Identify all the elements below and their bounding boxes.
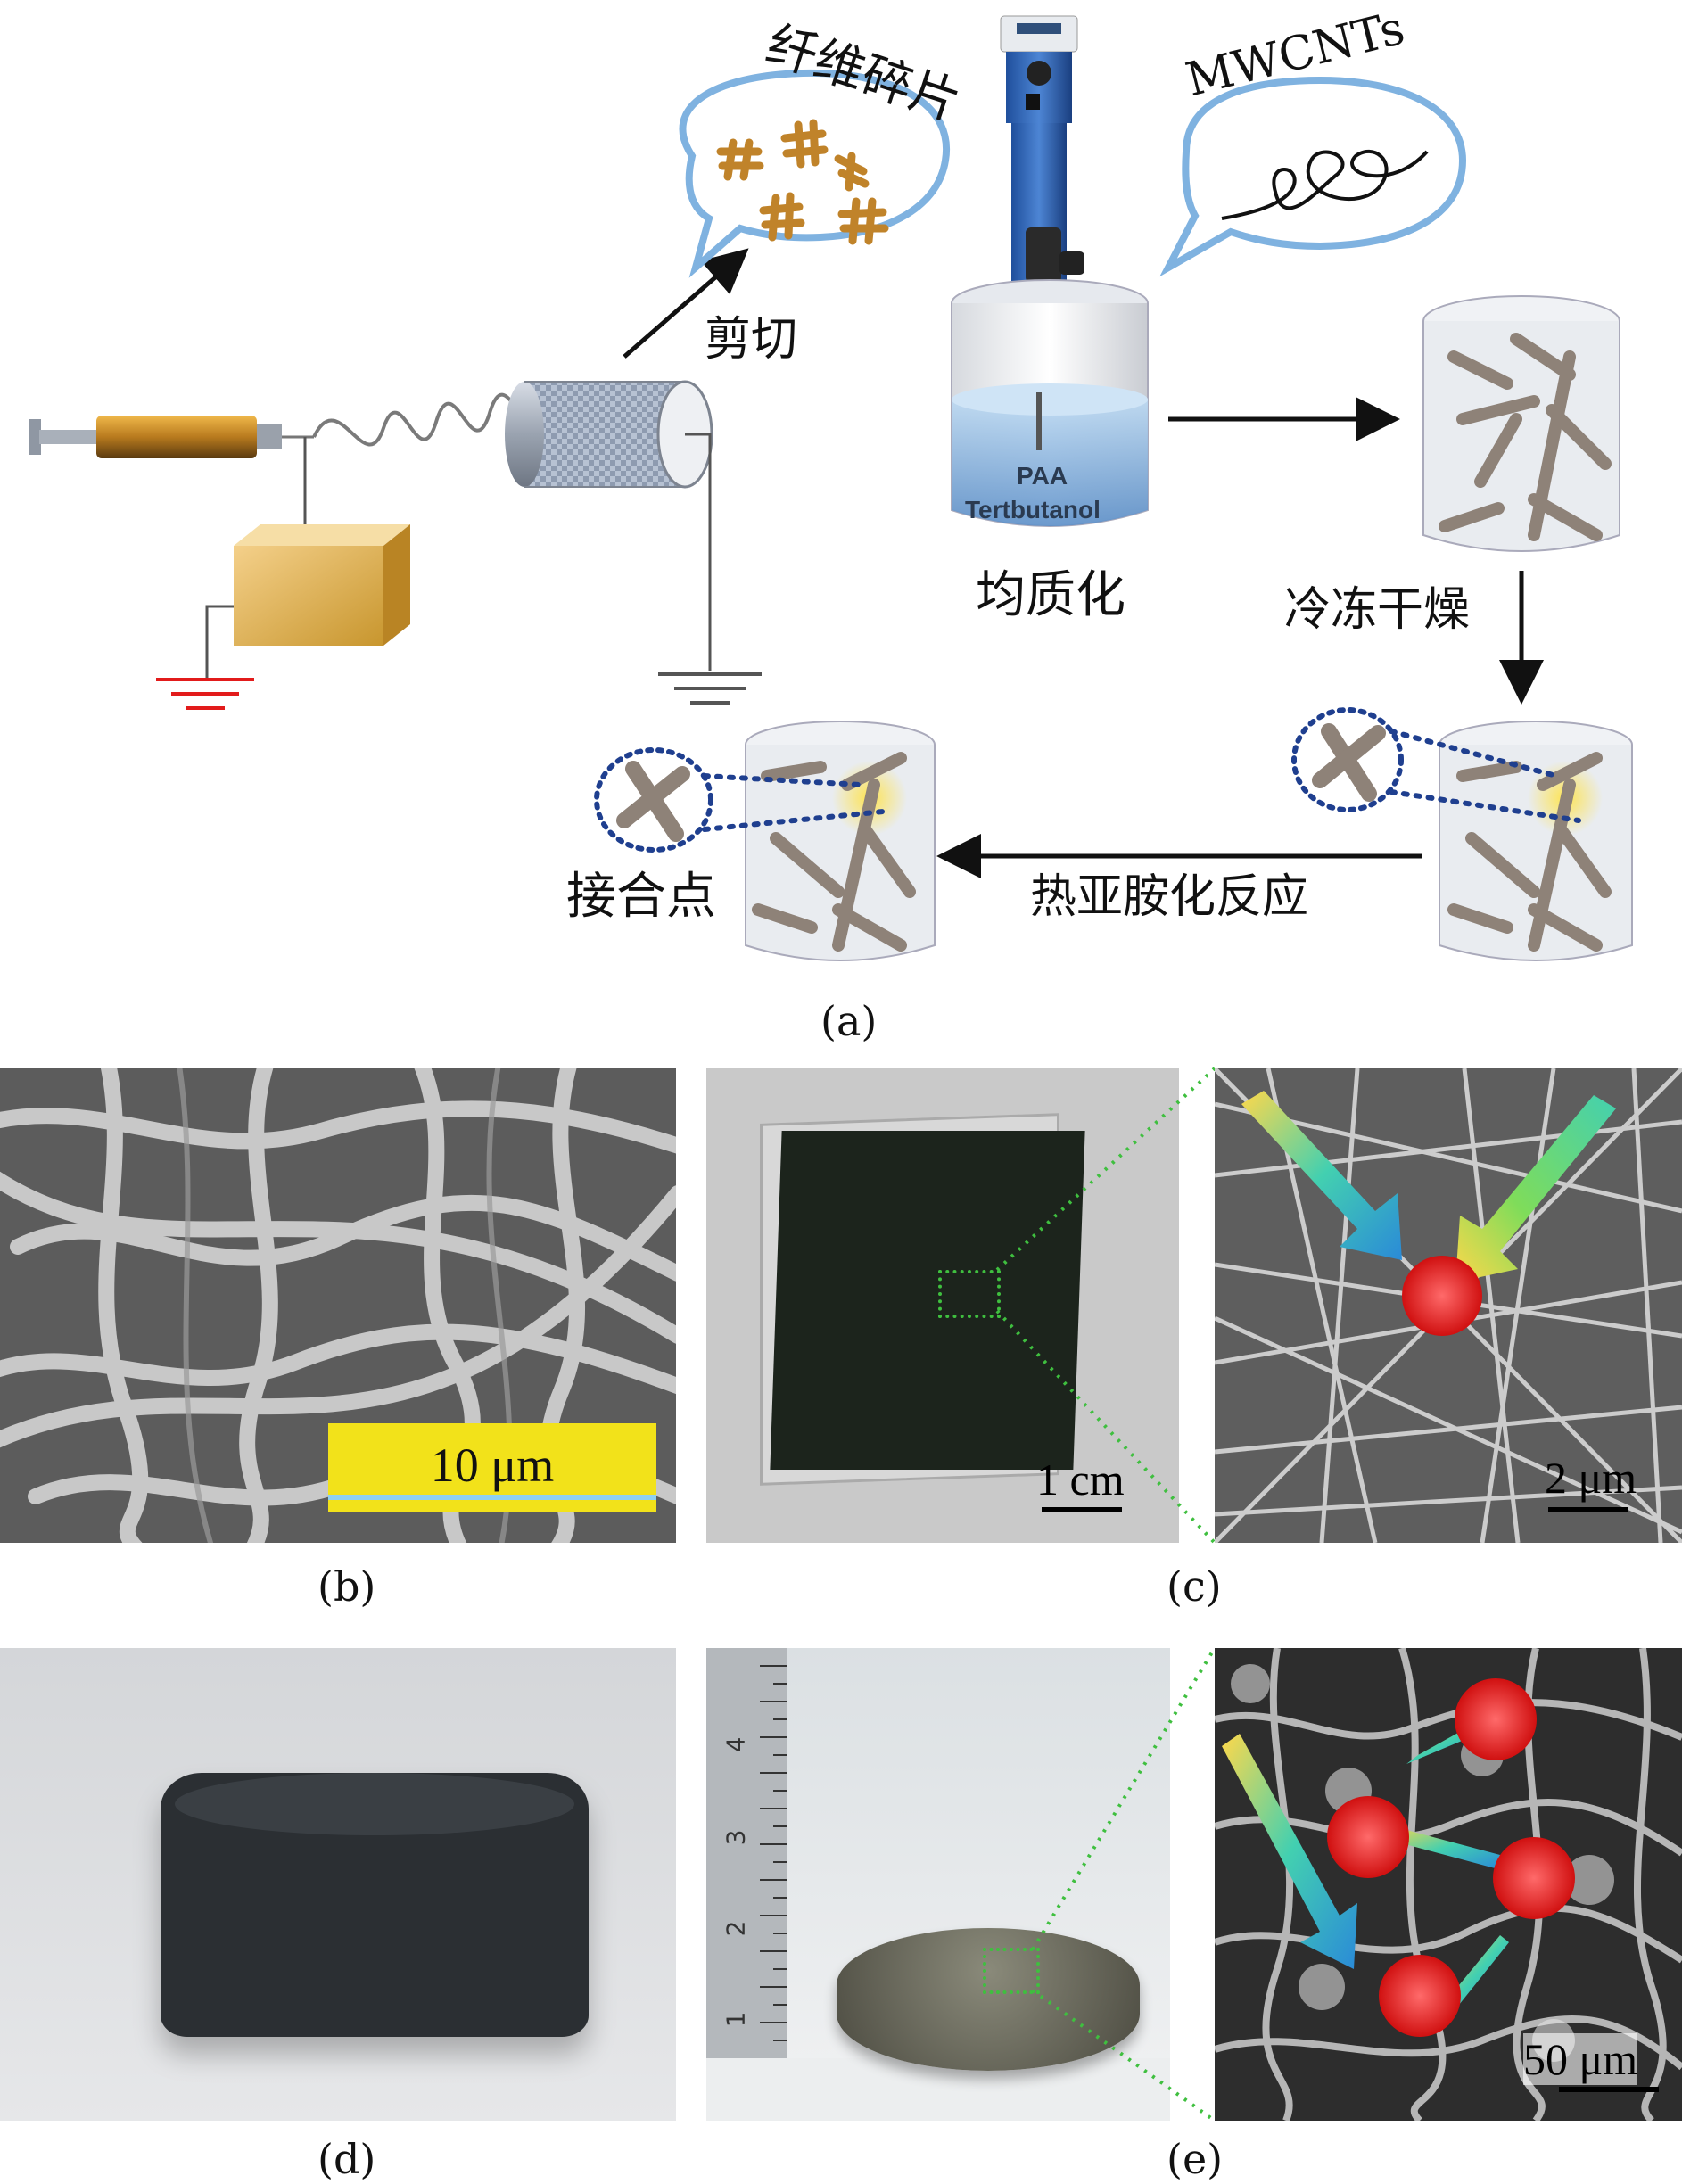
- black-membrane: [770, 1131, 1085, 1470]
- scale-text-e: 50 μm: [1523, 2033, 1638, 2085]
- freeze-cylinder: [1422, 295, 1620, 552]
- scale-text-c-right: 2 μm: [1545, 1453, 1637, 1503]
- caption-a: (a): [820, 997, 878, 1045]
- zoom-square: [938, 1270, 1001, 1318]
- ruler-number-1: 1: [721, 2011, 751, 2028]
- cut-label: 剪切: [705, 313, 798, 367]
- ruler-number-4: 4: [721, 1736, 751, 1753]
- homogenization-beaker: [951, 279, 1149, 527]
- sponge-top: [175, 1773, 574, 1835]
- ruler-number-3: 3: [721, 1829, 751, 1846]
- sem-fine-fibers: [1215, 1068, 1682, 1543]
- ground-symbol-left: [156, 678, 254, 710]
- panel-b-sem-image: 10 μm: [0, 1068, 676, 1543]
- caption-c: (c): [1167, 1562, 1222, 1611]
- beaker-text-1: PAA: [1017, 462, 1068, 490]
- cut-arrow: [623, 248, 749, 359]
- panel-e-sponge-ruler-photo: 4 3 2 1: [706, 1648, 1170, 2121]
- scale-bar-e: [1559, 2087, 1659, 2092]
- junction-zoom-right: [1291, 707, 1581, 823]
- caption-d: (d): [317, 2135, 376, 2183]
- ruler: 4 3 2 1: [706, 1648, 787, 2058]
- scale-box-b: 10 μm: [328, 1423, 656, 1512]
- final-cylinder: [745, 721, 936, 961]
- mwcnts-bubble: [1159, 76, 1467, 277]
- imidization-cylinder: [1439, 721, 1633, 961]
- fiber-fragments-bubble: [679, 69, 951, 278]
- ruler-number-2: 2: [721, 1920, 751, 1937]
- scale-text-c-left: 1 cm: [1036, 1455, 1125, 1504]
- panel-d-sponge-photo: [0, 1648, 676, 2121]
- panel-a-schematic: 纤维碎片 MWCNTs 剪切 PAA Tertbutanol 均质化 冷冻干燥 …: [0, 0, 1682, 1042]
- ground-symbol-right: [658, 672, 762, 705]
- panel-e-sem-image: 50 μm: [1215, 1648, 1682, 2121]
- freeze-dry-label: 冷冻干燥: [1284, 583, 1471, 637]
- zoom-square-e: [983, 1948, 1040, 1994]
- homogenize-label: 均质化: [976, 566, 1125, 624]
- caption-e: (e): [1167, 2135, 1224, 2183]
- scale-text-b: 10 μm: [430, 1438, 555, 1492]
- power-supply-box: [234, 524, 410, 646]
- imidization-label: 热亚胺化反应: [1030, 870, 1309, 924]
- schematic-drawing: [29, 15, 1633, 961]
- homogenizer: [1000, 15, 1084, 433]
- junction-zoom-left: [594, 747, 886, 853]
- scale-bar-b: [328, 1495, 656, 1500]
- caption-b: (b): [317, 1562, 376, 1611]
- scale-bar-c-right: [1548, 1507, 1628, 1512]
- collector-drum: [505, 380, 713, 489]
- panel-c-sem-image: 2 μm: [1215, 1068, 1682, 1543]
- panel-c-membrane-photo: 1 cm: [706, 1068, 1179, 1543]
- scale-bar-c-left: [1042, 1507, 1122, 1512]
- syringe: [29, 416, 314, 458]
- beaker-text-2: Tertbutanol: [965, 496, 1101, 523]
- junction-label: 接合点: [566, 868, 716, 926]
